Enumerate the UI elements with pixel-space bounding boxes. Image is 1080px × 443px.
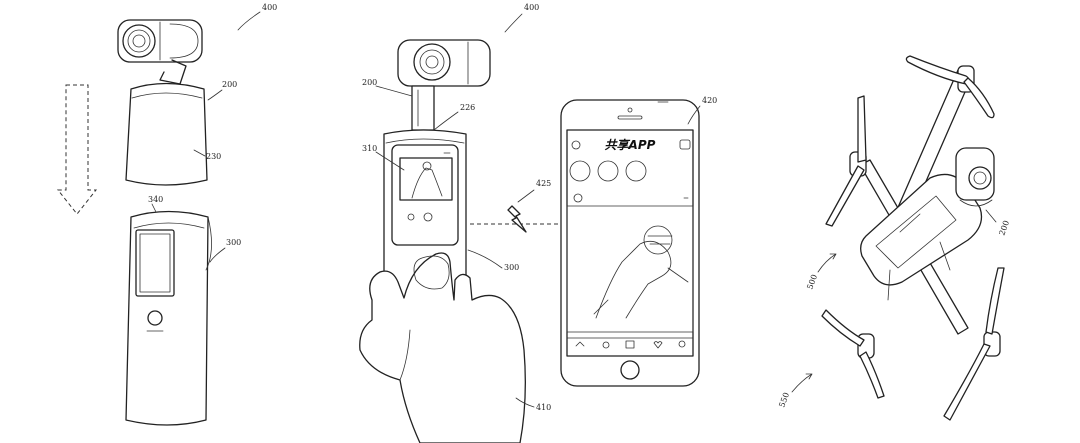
home-button bbox=[620, 360, 640, 380]
camera-icon bbox=[571, 140, 581, 150]
heart-icon bbox=[653, 341, 663, 349]
story-avatar bbox=[569, 160, 591, 182]
ref-label-550: 550 bbox=[777, 391, 791, 408]
handle-body bbox=[125, 210, 212, 426]
drone-leader-arrow bbox=[817, 253, 837, 273]
figure-exploded-camera: 400 200 230 340 300 bbox=[56, 3, 277, 426]
ref-label-300: 300 bbox=[226, 238, 241, 247]
messages-icon bbox=[679, 139, 691, 150]
figure-handheld-pairing: 共享APP 400 20 bbox=[359, 3, 717, 443]
ref-label-500: 500 bbox=[805, 273, 819, 290]
labels-fig1: 400 200 230 340 300 bbox=[148, 3, 277, 263]
story-avatar bbox=[597, 160, 619, 182]
search-icon bbox=[602, 341, 610, 349]
ref-label-425: 425 bbox=[536, 179, 551, 188]
avatar bbox=[573, 193, 583, 203]
post-icon bbox=[625, 340, 635, 349]
smartphone: 共享APP bbox=[560, 99, 700, 387]
phone-app-title: 共享APP bbox=[605, 138, 656, 152]
ref-label-310: 310 bbox=[362, 144, 377, 153]
ref-label-226: 226 bbox=[460, 103, 475, 112]
figure-drone: 200 500 550 bbox=[777, 55, 1011, 421]
ref-label-200: 200 bbox=[997, 219, 1011, 236]
home-icon bbox=[575, 341, 585, 347]
profile-icon bbox=[678, 340, 686, 348]
lightning-icon bbox=[507, 205, 527, 233]
ref-label-230: 230 bbox=[206, 152, 221, 161]
camera-head bbox=[117, 19, 203, 85]
ref-label-400: 400 bbox=[524, 3, 539, 12]
ref-label-400: 400 bbox=[262, 3, 277, 12]
ref-label-200: 200 bbox=[362, 78, 377, 87]
module-body bbox=[125, 82, 208, 186]
hand bbox=[359, 252, 526, 443]
drone-camera-gimbal bbox=[955, 147, 995, 207]
propellers bbox=[821, 55, 1005, 421]
camera-head bbox=[397, 39, 491, 131]
ref-label-300: 300 bbox=[504, 263, 519, 272]
system-leader-arrow bbox=[791, 373, 813, 393]
ref-label-420: 420 bbox=[702, 96, 717, 105]
assembly-direction-arrow bbox=[56, 84, 98, 215]
labels-fig2: 400 200 226 310 425 420 300 410 bbox=[362, 3, 717, 412]
ref-label-200: 200 bbox=[222, 80, 237, 89]
story-avatar bbox=[625, 160, 647, 182]
ref-label-410: 410 bbox=[536, 403, 551, 412]
ref-label-340: 340 bbox=[148, 195, 163, 204]
